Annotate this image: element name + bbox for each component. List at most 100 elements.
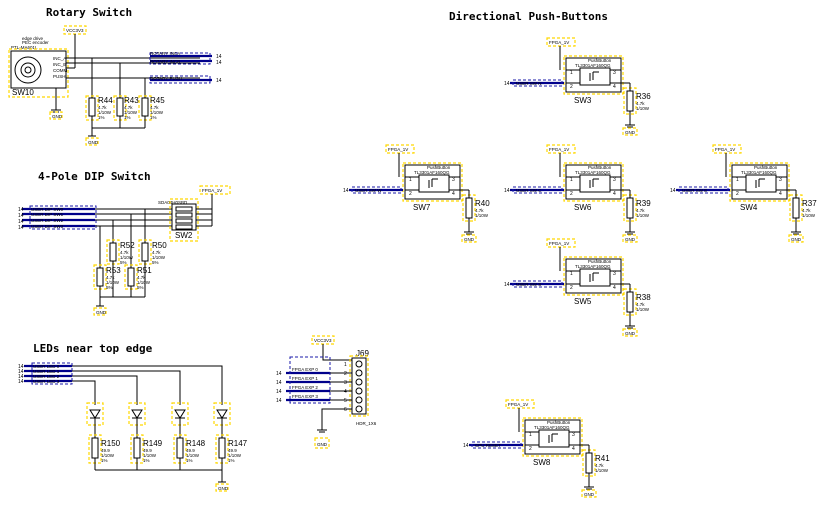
resistor-power: 1/10W — [228, 453, 242, 458]
button-type: PushButton — [754, 165, 778, 170]
button-pin: 1 — [529, 432, 532, 438]
header-pin: 5 — [344, 398, 347, 404]
button-gnd-label: GND — [625, 331, 636, 336]
resistor-value: 4.7k — [137, 275, 146, 280]
button-gnd-label: GND — [464, 237, 475, 242]
rotary-pin-b: INC_B — [53, 62, 66, 67]
resistor-r53: R53 — [106, 266, 121, 275]
button-vcc-label: FPGA_1V — [549, 241, 569, 246]
resistor-tolerance: 1% — [228, 458, 235, 463]
net-dip-sw1: USER DIP SW1 — [31, 212, 64, 217]
button-pin: 3 — [779, 177, 782, 183]
button-net: USER SW E — [682, 188, 707, 193]
button-resistor-ref: R40 — [475, 199, 490, 208]
sheet-ref: 14 — [504, 81, 510, 87]
net-led1: USER LED 1 — [33, 369, 60, 374]
button-ref: SW5 — [574, 297, 592, 306]
button-net: CPU RESET — [475, 443, 501, 448]
resistor-value: 4.7k — [120, 250, 129, 255]
resistor-power: 1/10W — [120, 255, 134, 260]
button-net: USER SW S — [516, 282, 541, 287]
resistor-power: 1/10W — [143, 453, 157, 458]
dip-part: SDA04H0SBD — [158, 200, 188, 205]
led-0 — [86, 402, 104, 438]
sheet-ref: 14 — [216, 60, 222, 66]
button-type: PushButton — [588, 58, 612, 63]
button-gnd-label: GND — [584, 492, 595, 497]
sheet-ref: 14 — [504, 282, 510, 288]
resistor-value: 4.7k — [106, 275, 115, 280]
button-part: TL3301AF160QG — [414, 170, 450, 175]
push-button-sw7: FPGA_1VPushButtonTL3301AF160QG1234SW7USE… — [343, 144, 490, 243]
resistor-r150: R150 — [101, 439, 121, 448]
resistor-tolerance: 5% — [152, 260, 159, 265]
button-pin: 4 — [613, 285, 616, 291]
dip-gnd-label: GND — [96, 310, 107, 315]
sheet-ref: 14 — [18, 369, 24, 375]
button-pin: 2 — [409, 191, 412, 197]
net-rotary-push: ROTARY PUSH — [150, 76, 182, 81]
button-part: TL3301AF160QG — [534, 425, 570, 430]
button-resistor-ref: R39 — [636, 199, 651, 208]
leds-block: USER LED 0 USER LED 1 USER LED 2 USER LE… — [18, 362, 248, 492]
rotary-switch-block: VCC3V3 edge drive PEC encoder PTL-MA601L… — [8, 25, 222, 146]
header-pin: 4 — [344, 389, 347, 395]
resistor-value: 49.9 — [228, 448, 237, 453]
button-resistor-ref: R38 — [636, 293, 651, 302]
rotary-ref: SW10 — [12, 88, 34, 97]
net-rotary-incb: ROTARY INCB — [150, 59, 180, 64]
net-led0: USER LED 0 — [33, 364, 60, 369]
resistor-r148: R148 — [186, 439, 206, 448]
push-button-sw8: FPGA_1VPushButtonTL3301AF160QG1234SW8CPU… — [463, 399, 610, 498]
resistor-tolerance: 1% — [98, 115, 105, 120]
header-gnd-label: GND — [317, 442, 328, 447]
button-pin: 3 — [613, 70, 616, 76]
resistor-power: 1/10W — [802, 213, 816, 218]
button-ref: SW8 — [533, 458, 551, 467]
resistor-power: 1/10W — [150, 110, 164, 115]
section-title-rotary: Rotary Switch — [46, 6, 132, 19]
button-ref: SW4 — [740, 203, 758, 212]
dip-vcc-label: FPGA_1V — [202, 188, 222, 193]
dip-switch-block: USER DIP SW0 USER DIP SW1 USER DIP SW2 U… — [18, 185, 231, 316]
resistor-tolerance: 5% — [120, 260, 127, 265]
net-dip-sw0: USER DIP SW0 — [31, 207, 64, 212]
resistor-r50: R50 — [152, 241, 167, 250]
resistor-power: 1/10W — [475, 213, 489, 218]
button-pin: 2 — [736, 191, 739, 197]
button-pin: 4 — [452, 191, 455, 197]
rotary-pin-push: PUSH — [53, 74, 66, 79]
resistor-tolerance: 1% — [186, 458, 193, 463]
net-dip-sw2: USER DIP SW2 — [31, 218, 64, 223]
resistor-r149: R149 — [143, 439, 163, 448]
button-vcc-label: FPGA_1V — [388, 147, 408, 152]
resistor-value: 4.7k — [124, 105, 133, 110]
rotary-desc2: PEC encoder — [22, 40, 49, 45]
button-ref: SW7 — [413, 203, 431, 212]
header-pin: 1 — [344, 362, 347, 368]
sheet-ref: 14 — [18, 364, 24, 370]
button-part: TL3301AF160QG — [575, 170, 611, 175]
resistor-value: 49.9 — [143, 448, 152, 453]
sheet-ref: 14 — [276, 389, 282, 395]
led-3 — [213, 402, 231, 438]
push-button-sw6: FPGA_1VPushButtonTL3301AF160QG1234SW6USE… — [504, 144, 651, 243]
sheet-ref: 14 — [343, 188, 349, 194]
section-title-buttons: Directional Push-Buttons — [449, 10, 608, 23]
button-vcc-label: FPGA_1V — [508, 402, 528, 407]
button-part: TL3301AF160QG — [741, 170, 777, 175]
net-led3: USER LED 3 — [33, 379, 60, 384]
net-exp2: FPGA EXP 2 — [292, 385, 318, 390]
net-dip-sw3: USER DIP SW3 — [31, 224, 64, 229]
resistor-value: 4.7k — [636, 101, 645, 106]
push-button-sw5: FPGA_1VPushButtonTL3301AF160QG1234SW5USE… — [504, 238, 651, 337]
resistor-r52: R52 — [120, 241, 135, 250]
sheet-ref: 14 — [463, 443, 469, 449]
button-pin: 4 — [779, 191, 782, 197]
button-pin: 4 — [613, 84, 616, 90]
button-net: USER SW W — [355, 188, 382, 193]
resistor-value: 4.7k — [802, 208, 811, 213]
resistor-tolerance: 1% — [150, 115, 157, 120]
button-pin: 1 — [570, 177, 573, 183]
